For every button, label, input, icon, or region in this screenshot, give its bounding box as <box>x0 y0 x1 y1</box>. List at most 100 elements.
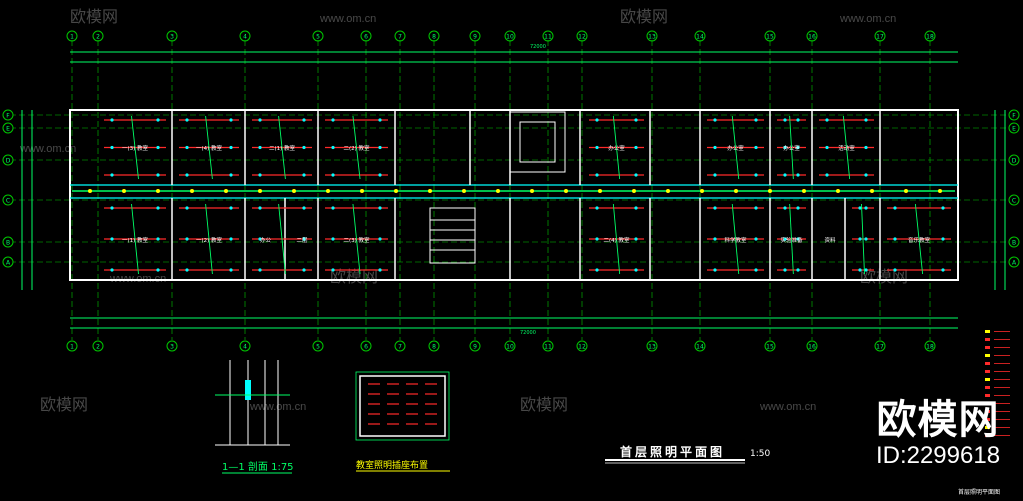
svg-text:D: D <box>1012 158 1017 165</box>
brand-block: 欧模网 ID:2299618 <box>858 398 1018 470</box>
axis-bubble-A: A <box>1008 256 1020 268</box>
svg-text:12: 12 <box>578 34 586 41</box>
svg-text:B: B <box>6 240 10 247</box>
room-labels-bottom: 一(1) 教室一(2) 教室办公二层二(3) 教室二(4) 教室科学教室实验准备… <box>122 236 931 244</box>
svg-text:E: E <box>6 126 10 133</box>
axis-bubble-B: B <box>1008 236 1020 248</box>
room-label: 实验准备 <box>780 236 803 244</box>
svg-text:10: 10 <box>506 344 514 351</box>
axis-bubble-18: 18 <box>924 30 936 42</box>
stair-west <box>429 207 476 264</box>
room-label: 一(3) 教室 <box>122 144 149 152</box>
svg-text:F: F <box>1012 113 1016 120</box>
axis-grid: 1122334455667788991010111112121313141415… <box>2 30 1020 352</box>
svg-text:3: 3 <box>170 344 174 351</box>
svg-text:16: 16 <box>808 344 816 351</box>
room-label: 资料 <box>824 236 836 244</box>
axis-bubble-8: 8 <box>428 340 440 352</box>
overall-dimension-top: 72000 <box>530 44 546 50</box>
svg-text:7: 7 <box>398 34 402 41</box>
watermark-text: 欧模网 <box>620 8 668 26</box>
axis-bubble-D: D <box>2 154 14 166</box>
axis-bubble-F: F <box>2 109 14 121</box>
svg-text:17: 17 <box>876 34 884 41</box>
axis-bubble-13: 13 <box>646 340 658 352</box>
svg-text:A: A <box>6 260 11 267</box>
room-label: 二(2) 教室 <box>343 144 370 152</box>
svg-text:D: D <box>6 158 11 165</box>
axis-bubble-4: 4 <box>239 340 251 352</box>
axis-bubble-B: B <box>2 236 14 248</box>
legend <box>985 330 1010 437</box>
svg-text:14: 14 <box>696 34 704 41</box>
svg-text:2: 2 <box>96 34 100 41</box>
watermark-text: 欧模网 <box>40 396 88 414</box>
svg-text:1: 1 <box>70 344 74 351</box>
svg-text:16: 16 <box>808 34 816 41</box>
lighting-fixtures <box>88 115 951 275</box>
watermark-text: 欧模网 <box>860 268 908 286</box>
watermark-text: 欧模网 <box>70 8 118 26</box>
svg-text:18: 18 <box>926 344 934 351</box>
svg-text:13: 13 <box>648 34 656 41</box>
model-id: ID:2299618 <box>875 442 1001 469</box>
axis-bubble-14: 14 <box>694 340 706 352</box>
axis-bubble-17: 17 <box>874 30 886 42</box>
axis-bubble-3: 3 <box>166 340 178 352</box>
axis-bubble-11: 11 <box>542 30 554 42</box>
svg-text:8: 8 <box>432 34 436 41</box>
watermark-site: www.om.cn <box>839 13 896 25</box>
watermark-site: www.om.cn <box>759 401 816 413</box>
svg-text:B: B <box>1012 240 1016 247</box>
axis-bubble-7: 7 <box>394 340 406 352</box>
svg-text:12: 12 <box>578 344 586 351</box>
detail-title: 教室照明插座布置 <box>356 459 428 471</box>
room-label: 办公 <box>260 236 272 244</box>
watermark-text: 欧模网 <box>520 396 568 414</box>
axis-bubble-F: F <box>1008 109 1020 121</box>
watermark-site: www.om.cn <box>19 143 76 155</box>
room-label: 科学教室 <box>724 236 747 244</box>
svg-text:15: 15 <box>766 344 774 351</box>
room-label: 办公室 <box>608 144 625 152</box>
svg-text:A: A <box>1012 260 1017 267</box>
axis-bubble-3: 3 <box>166 30 178 42</box>
svg-text:5: 5 <box>316 344 320 351</box>
svg-text:2: 2 <box>96 344 100 351</box>
axis-bubble-9: 9 <box>469 30 481 42</box>
room-label: 一(2) 教室 <box>196 236 223 244</box>
section-title: 1—1 剖面 1:75 <box>222 460 294 473</box>
room-label: 办公室 <box>783 144 800 152</box>
axis-bubble-1: 1 <box>66 340 78 352</box>
axis-bubble-18: 18 <box>924 340 936 352</box>
svg-text:17: 17 <box>876 344 884 351</box>
svg-text:11: 11 <box>544 34 552 41</box>
svg-text:C: C <box>6 198 10 205</box>
axis-bubble-2: 2 <box>92 30 104 42</box>
axis-bubble-12: 12 <box>576 340 588 352</box>
overall-dimension-bottom: 72000 <box>520 330 536 336</box>
svg-text:11: 11 <box>544 344 552 351</box>
room-label: 一(4) 教室 <box>196 144 223 152</box>
axis-bubble-C: C <box>2 194 14 206</box>
axis-bubble-7: 7 <box>394 30 406 42</box>
section-detail <box>215 360 290 446</box>
svg-text:15: 15 <box>766 34 774 41</box>
room-label: 二层 <box>296 237 308 244</box>
floor-plan <box>69 109 959 281</box>
svg-text:5: 5 <box>316 34 320 41</box>
room-label: 音乐教室 <box>908 236 931 244</box>
axis-bubble-5: 5 <box>312 340 324 352</box>
svg-text:14: 14 <box>696 344 704 351</box>
axis-bubble-14: 14 <box>694 30 706 42</box>
room-label: 二(1) 教室 <box>269 144 296 152</box>
room-label: 二(4) 教室 <box>603 236 630 244</box>
svg-text:6: 6 <box>364 34 368 41</box>
axis-bubble-8: 8 <box>428 30 440 42</box>
brand-name: 欧模网 <box>876 398 1000 442</box>
svg-text:3: 3 <box>170 34 174 41</box>
axis-bubble-E: E <box>2 122 14 134</box>
axis-bubble-2: 2 <box>92 340 104 352</box>
